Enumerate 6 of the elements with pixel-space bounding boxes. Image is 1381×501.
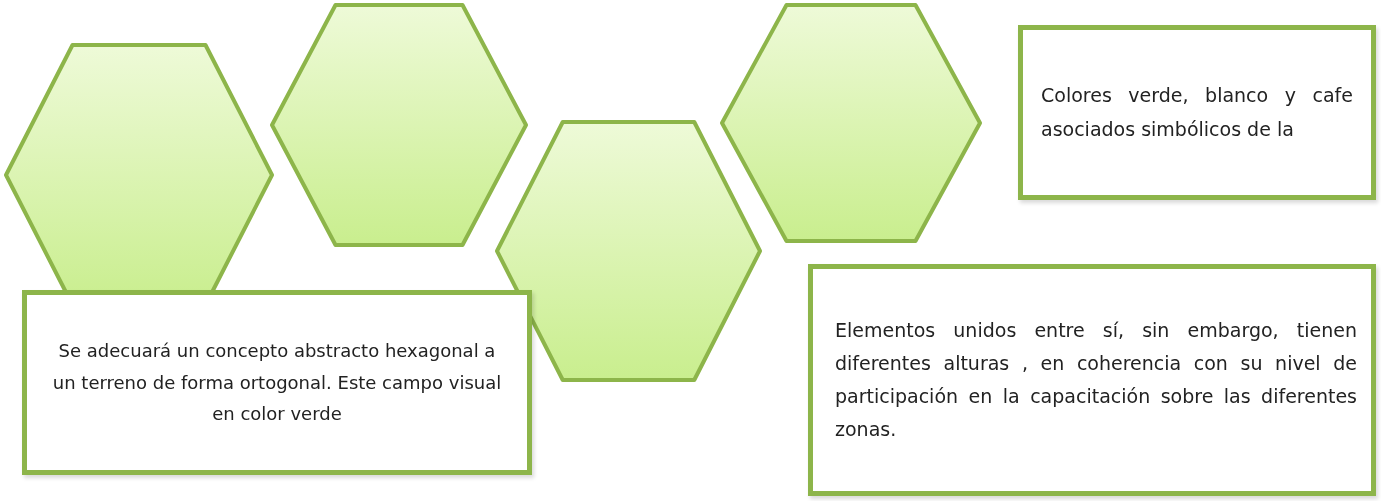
text-box bbox=[808, 264, 1376, 496]
text-box bbox=[1018, 25, 1376, 200]
text-box bbox=[22, 290, 532, 475]
description-text: Se adecuará un concepto abstracto hexagonal a un terreno de forma ortogonal. Este campo visual en color verde bbox=[51, 339, 503, 427]
description-text: Colores verde, blanco y cafe asociados simbólicos de la bbox=[1041, 83, 1353, 142]
description-text: Elementos unidos entre sí, sin embargo, tienen diferentes alturas , en coherencia con su nivel de participación en la capacitación sobre las diferentes zonas. bbox=[835, 317, 1357, 443]
